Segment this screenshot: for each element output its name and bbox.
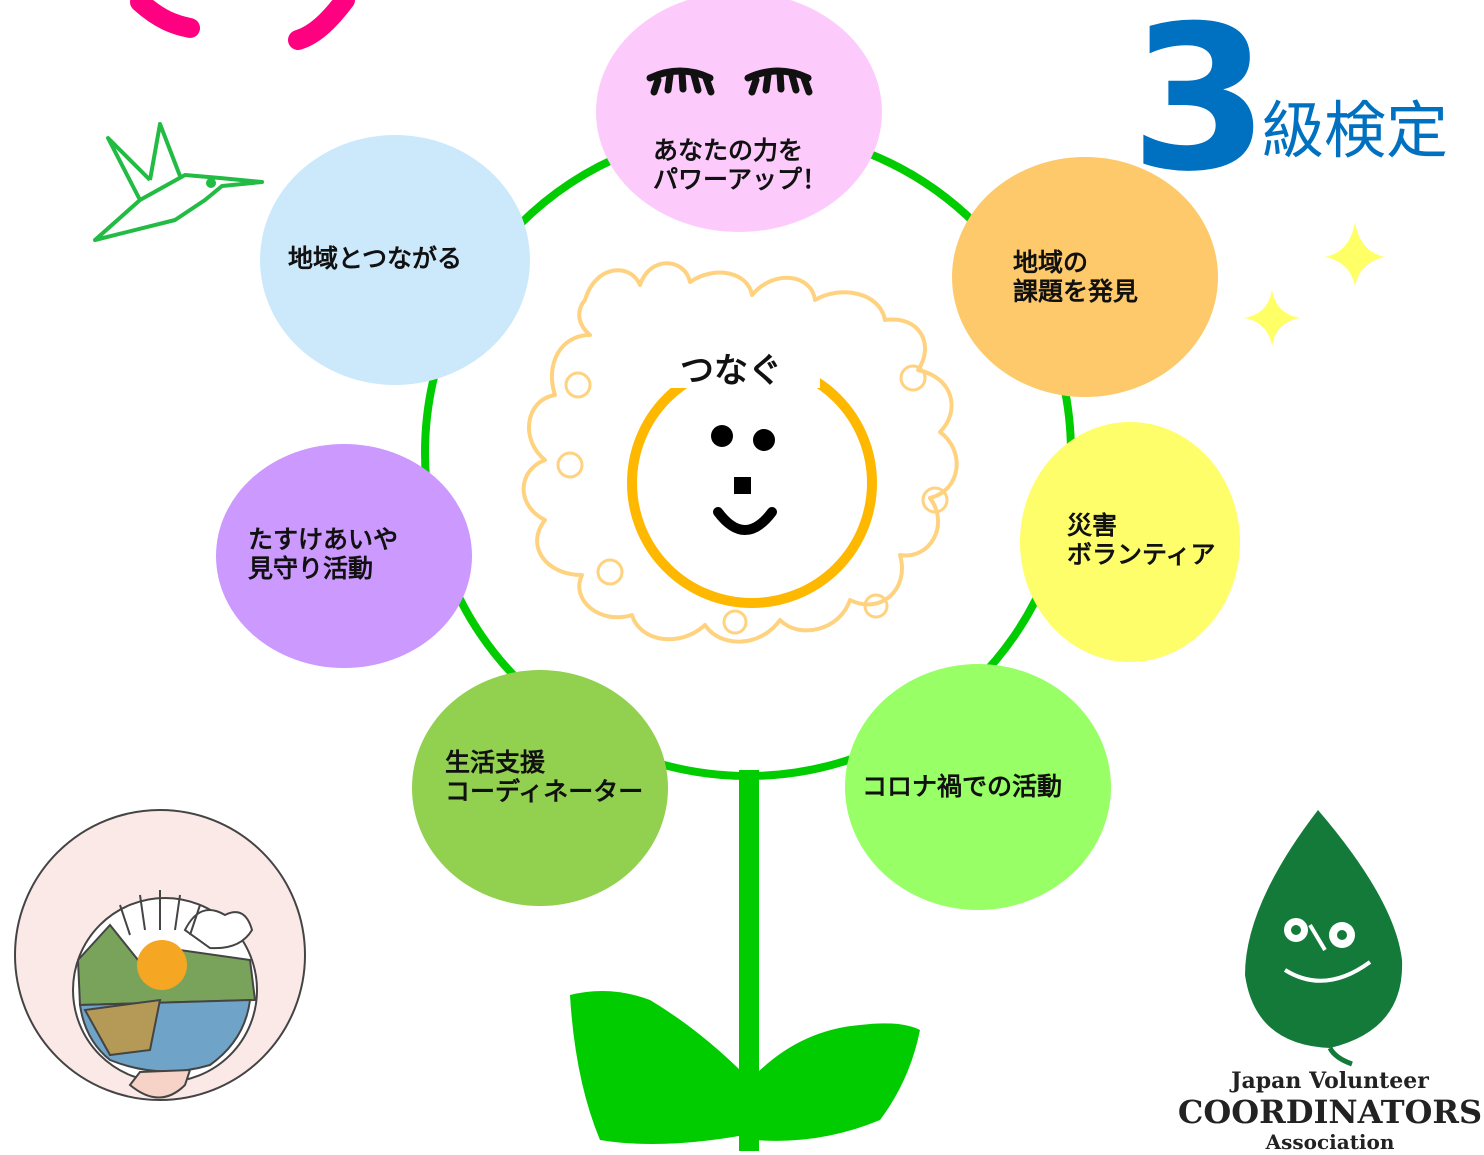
eyelashes-icon <box>646 67 813 96</box>
center-label: つなぐ <box>680 351 782 391</box>
petal-lower-left-label: 生活支援 コーディネーター <box>445 748 644 806</box>
petal-lower-left <box>412 670 668 906</box>
petal-right-label: 災害 ボランティア <box>1067 511 1216 569</box>
petal-upper-left <box>260 135 530 385</box>
hummingbird-icon <box>93 122 264 242</box>
smiley-face-icon <box>627 340 877 608</box>
grade-label: 級検定 <box>1262 94 1449 167</box>
left-leaf <box>570 991 745 1144</box>
petal-top-label: あなたの力を パワーアップ！ <box>653 136 828 194</box>
petal-upper-right <box>952 157 1218 397</box>
right-leaf <box>755 1023 920 1141</box>
seal-logo-icon <box>14 809 306 1101</box>
petal-top <box>596 0 882 232</box>
leaf-face-logo-icon <box>1245 810 1403 1067</box>
petal-lower-right-label: コロナ禍での活動 <box>862 772 1063 801</box>
petal-left <box>216 444 472 668</box>
petal-upper-left-label: 地域とつながる <box>288 244 463 273</box>
jvca-line1: Japan Volunteer <box>1231 1068 1429 1094</box>
jvca-line2: COORDINATORS <box>1177 1093 1483 1131</box>
title-fragment-icon <box>130 0 355 50</box>
flower-stem <box>739 770 759 1151</box>
grade-number: 3 <box>1130 0 1270 216</box>
center-cloud <box>521 261 959 644</box>
petal-right <box>1020 422 1240 662</box>
sparkle-icon <box>1244 222 1385 346</box>
petal-lower-right <box>845 664 1111 910</box>
petal-left-label: たすけあいや 見守り活動 <box>248 525 399 583</box>
petal-upper-right-label: 地域の 課題を発見 <box>1013 248 1139 306</box>
cloud-loops <box>556 364 949 635</box>
jvca-line3: Association <box>1265 1130 1395 1154</box>
